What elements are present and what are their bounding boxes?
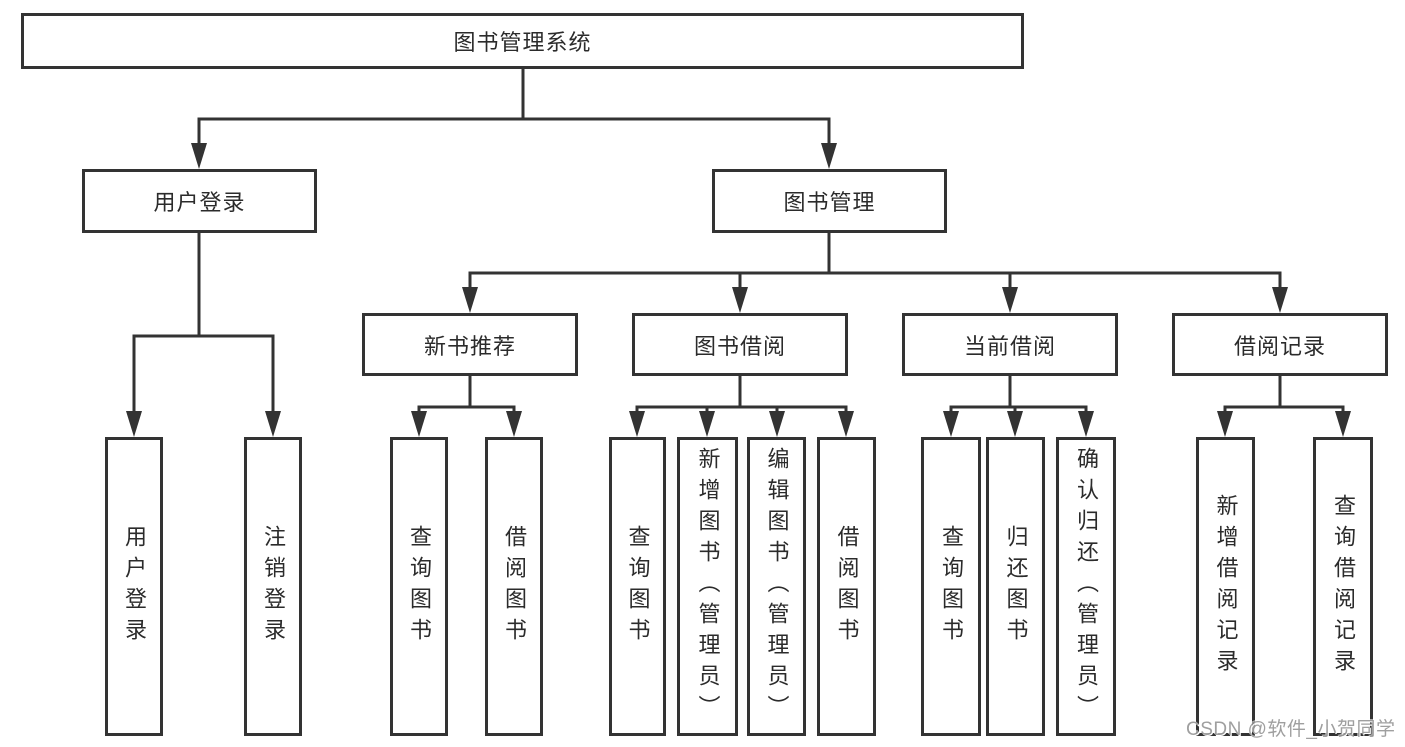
leaf-nb-query-books: 查询图书: [390, 437, 448, 736]
leaf-cb-query-books: 查询图书: [921, 437, 981, 736]
leaf-user-login: 用户登录: [105, 437, 163, 736]
arrowhead-br-add: [1217, 411, 1233, 437]
arrowhead-book-management: [821, 143, 837, 169]
node-label: 当前借阅: [963, 333, 1056, 359]
arrowhead-bb-query: [629, 411, 645, 437]
arrowhead-borrowing-records: [1272, 287, 1288, 313]
leaf-bb-borrow-books: 借阅图书: [817, 437, 876, 736]
leaf-label: 查询图书: [625, 524, 651, 649]
arrowhead-user-login-group: [191, 143, 207, 169]
arrowhead-leaf-logout: [265, 411, 281, 437]
connector-book-management-children: [468, 231, 1282, 291]
csdn-watermark: CSDN @软件_小贺同学: [1186, 719, 1396, 740]
arrowhead-bb-add: [699, 411, 715, 437]
node-book-borrowing: 图书借阅: [632, 313, 848, 376]
arrowhead-bb-borrow: [838, 411, 854, 437]
leaf-nb-borrow-books: 借阅图书: [485, 437, 543, 736]
leaf-label: 新增图书（管理员）: [695, 447, 721, 726]
leaf-logout: 注销登录: [244, 437, 302, 736]
node-book-management: 图书管理: [712, 169, 947, 233]
node-new-book-recommendation: 新书推荐: [362, 313, 578, 376]
arrowhead-bb-edit: [769, 411, 785, 437]
arrowhead-cb-query: [943, 411, 959, 437]
arrowhead-cb-return: [1007, 411, 1023, 437]
leaf-cb-confirm-return-admin: 确认归还（管理员）: [1056, 437, 1116, 736]
leaf-bb-query-books: 查询图书: [609, 437, 666, 736]
arrowhead-nb-borrow: [506, 411, 522, 437]
node-label: 新书推荐: [423, 333, 516, 359]
connector-book-borrowing-children: [635, 374, 848, 415]
leaf-label: 借阅图书: [834, 524, 860, 649]
connector-new-books-children: [417, 374, 516, 415]
leaf-label: 确认归还（管理员）: [1074, 447, 1099, 726]
node-label: 用户登录: [153, 190, 246, 215]
leaf-label: 查询借阅记录: [1331, 493, 1356, 680]
node-label: 图书管理: [783, 190, 876, 215]
arrowhead-current-borrowing: [1002, 287, 1018, 313]
leaf-label: 借阅图书: [502, 524, 527, 649]
leaf-label: 查询图书: [407, 524, 432, 649]
node-label: 图书借阅: [693, 333, 786, 359]
arrowhead-leaf-user-login: [126, 411, 142, 437]
node-library-management-system: 图书管理系统: [21, 13, 1024, 69]
node-user-login-group: 用户登录: [82, 169, 317, 233]
leaf-label: 查询图书: [939, 524, 964, 649]
arrowhead-nb-query: [411, 411, 427, 437]
connector-user-login-children: [132, 231, 275, 415]
leaf-label: 编辑图书（管理员）: [764, 447, 790, 726]
arrowhead-book-borrowing: [732, 287, 748, 313]
connector-root-to-level2: [197, 67, 831, 147]
leaf-label: 归还图书: [1003, 524, 1029, 649]
arrowhead-br-query: [1335, 411, 1351, 437]
leaf-br-query-record: 查询借阅记录: [1313, 437, 1373, 736]
leaf-bb-edit-books-admin: 编辑图书（管理员）: [747, 437, 806, 736]
node-label: 借阅记录: [1233, 333, 1326, 359]
leaf-label: 新增借阅记录: [1213, 493, 1239, 680]
leaf-cb-return-books: 归还图书: [986, 437, 1045, 736]
node-current-borrowing: 当前借阅: [902, 313, 1118, 376]
arrowhead-new-books: [462, 287, 478, 313]
node-borrowing-records: 借阅记录: [1172, 313, 1388, 376]
node-label: 图书管理系统: [453, 30, 592, 55]
leaf-label: 注销登录: [261, 524, 286, 649]
connector-borrowing-records-children: [1223, 374, 1345, 415]
arrowhead-cb-confirm: [1078, 411, 1094, 437]
leaf-label: 用户登录: [122, 524, 147, 649]
leaf-bb-add-books-admin: 新增图书（管理员）: [677, 437, 738, 736]
connector-current-borrowing-children: [949, 374, 1088, 415]
leaf-br-add-record: 新增借阅记录: [1196, 437, 1255, 736]
